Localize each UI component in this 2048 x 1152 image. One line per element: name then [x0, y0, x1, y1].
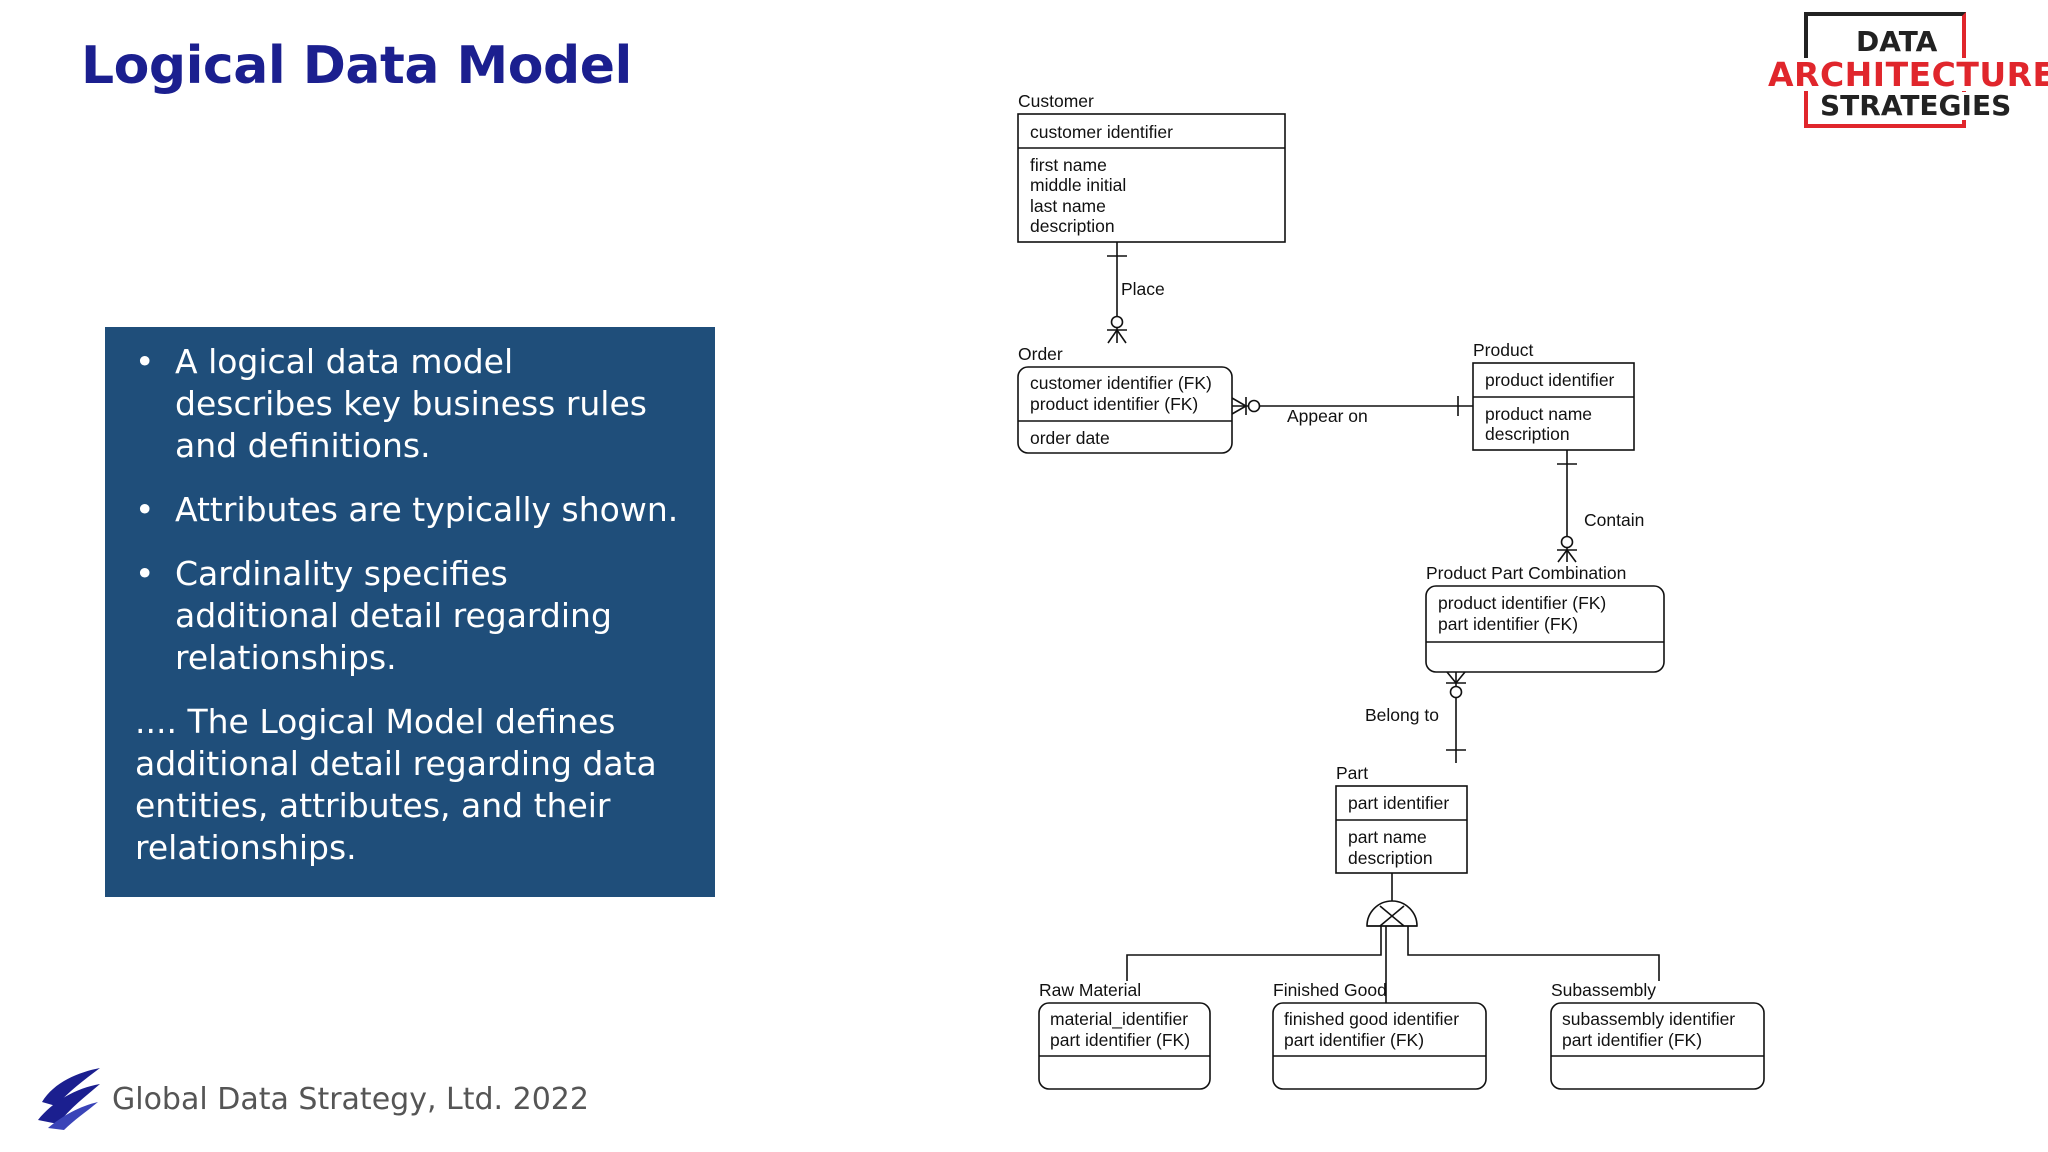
entity-customer: Customer customer identifier first name …	[1017, 91, 1286, 243]
key-attribute: part identifier	[1348, 793, 1449, 813]
key-attribute: material_identifier	[1050, 1009, 1188, 1030]
cardinality-zero-mark	[1449, 685, 1463, 699]
key-attribute: customer identifier	[1030, 122, 1173, 142]
entity-product: Product product identifier product name …	[1472, 340, 1635, 451]
relationship-contain: Contain	[1557, 450, 1644, 563]
attribute: description	[1030, 216, 1115, 236]
relationship-label: Belong to	[1365, 705, 1439, 725]
attribute: product name	[1485, 404, 1592, 424]
logo-word-architecture: ARCHITECTURE	[1768, 58, 2048, 91]
exclusive-subtype-symbol	[1366, 900, 1418, 927]
entity-title: Customer	[1018, 91, 1094, 111]
bullet-text: Cardinality specifies additional detail …	[175, 554, 612, 677]
bullet-list: • A logical data model describes key busi…	[135, 341, 681, 679]
relationship-label: Appear on	[1287, 406, 1368, 426]
entity-box	[1472, 362, 1635, 451]
entity-order: Order customer identifier (FK) product i…	[1017, 344, 1233, 454]
key-attribute: finished good identifier	[1284, 1009, 1459, 1029]
bullet-dot: •	[135, 342, 155, 381]
bullet-dot: •	[135, 490, 155, 529]
entity-box	[1038, 1002, 1211, 1090]
summary-panel: • A logical data model describes key busi…	[105, 327, 715, 897]
slide-title: Logical Data Model	[81, 36, 632, 96]
key-attribute: part identifier (FK)	[1050, 1030, 1190, 1050]
subtype-line-raw-material	[1126, 926, 1382, 981]
key-attribute: part identifier (FK)	[1562, 1030, 1702, 1050]
entity-subassembly: Subassembly subassembly identifier part …	[1550, 980, 1765, 1090]
attribute: description	[1348, 848, 1433, 868]
entity-box	[1550, 1002, 1765, 1090]
attribute: description	[1485, 424, 1570, 444]
bullet-item: • Attributes are typically shown.	[135, 489, 681, 531]
entity-box	[1335, 785, 1468, 874]
attribute: last name	[1030, 196, 1106, 216]
entity-title: Product Part Combination	[1426, 563, 1626, 583]
key-attribute: part identifier (FK)	[1284, 1030, 1424, 1050]
key-attribute: customer identifier (FK)	[1030, 373, 1212, 393]
key-attribute: product identifier (FK)	[1438, 593, 1606, 613]
footer-copyright: Global Data Strategy, Ltd. 2022	[112, 1082, 589, 1117]
cardinality-zero-mark	[1247, 399, 1261, 413]
key-attribute: product identifier	[1485, 370, 1615, 390]
attribute: first name	[1030, 155, 1107, 175]
entity-raw-material: Raw Material material_identifier part id…	[1038, 980, 1211, 1090]
relationship-place: Place	[1107, 242, 1165, 344]
key-attribute: part identifier (FK)	[1438, 614, 1578, 634]
bullet-text: A logical data model describes key busin…	[175, 342, 647, 465]
logo-word-data: DATA	[1856, 25, 1938, 58]
entity-title: Part	[1336, 763, 1368, 783]
entity-title: Subassembly	[1551, 980, 1656, 1000]
key-attribute: subassembly identifier	[1562, 1009, 1735, 1029]
cardinality-zero-mark	[1110, 315, 1124, 329]
entity-box	[1272, 1002, 1487, 1090]
crows-foot-mark	[1107, 328, 1127, 344]
entity-finished-good: Finished Good finished good identifier p…	[1272, 980, 1487, 1090]
attribute: order date	[1030, 428, 1110, 448]
cardinality-zero-mark	[1560, 535, 1574, 549]
data-architecture-strategies-logo: DATA ARCHITECTURE STRATEGIES	[1764, 12, 2048, 136]
bullet-item: • A logical data model describes key busi…	[135, 341, 681, 467]
attribute: middle initial	[1030, 175, 1126, 195]
entity-title: Finished Good	[1273, 980, 1387, 1000]
relationship-label: Place	[1121, 279, 1165, 299]
entity-title: Product	[1473, 340, 1533, 360]
exclusive-cross-mark	[1379, 905, 1405, 927]
logo-word-strategies: STRATEGIES	[1820, 89, 2012, 122]
swoosh-logo-icon	[38, 1068, 100, 1130]
relationship-label: Contain	[1584, 510, 1644, 530]
subtype-discriminator	[1126, 873, 1660, 1003]
key-attribute: product identifier (FK)	[1030, 394, 1198, 414]
entity-part: Part part identifier part name descripti…	[1335, 763, 1468, 874]
bullet-item: • Cardinality specifies additional detail…	[135, 553, 681, 679]
bullet-text: Attributes are typically shown.	[175, 490, 679, 529]
relationship-appear-on: Appear on	[1231, 396, 1473, 426]
attribute: part name	[1348, 827, 1427, 847]
summary-text: .... The Logical Model defines additiona…	[135, 702, 657, 867]
entity-title: Raw Material	[1039, 980, 1141, 1000]
entity-box	[1425, 585, 1665, 673]
entity-product-part-combination: Product Part Combination product identif…	[1425, 563, 1665, 673]
entity-box	[1017, 113, 1286, 243]
relationship-belong-to: Belong to	[1365, 671, 1466, 763]
subtype-line-subassembly	[1407, 926, 1660, 981]
bullet-dot: •	[135, 554, 155, 593]
entity-box	[1017, 366, 1233, 454]
entity-title: Order	[1018, 344, 1063, 364]
crows-foot-mark	[1557, 548, 1577, 563]
